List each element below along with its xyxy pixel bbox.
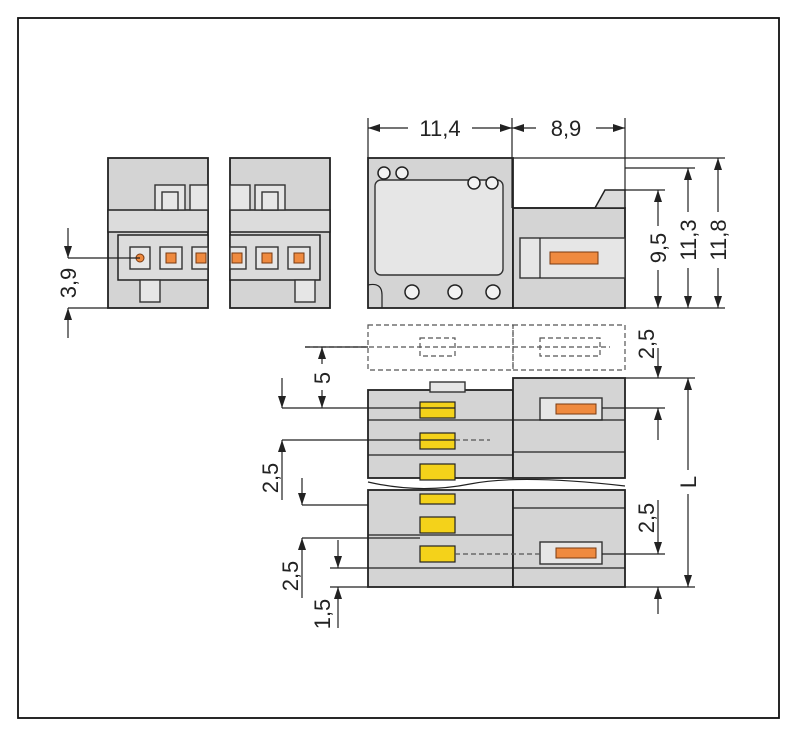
dim-3-9-label: 3,9 xyxy=(56,268,81,299)
dim-5-label-bg xyxy=(310,364,334,390)
dim-9-5-arrow-top xyxy=(654,190,662,202)
side-view-top-ramp xyxy=(513,189,626,209)
dim-2-5d-label: 2,5 xyxy=(634,329,659,360)
front-pin-4-contact xyxy=(231,252,243,264)
dim-11-8-arrow-bottom xyxy=(714,296,722,308)
dim-2-5a-arrow-bottom xyxy=(278,440,286,452)
side-view-hole-5 xyxy=(404,284,420,300)
dim-2-5a-arrow-top xyxy=(278,396,286,408)
front-view-left-ledge xyxy=(107,209,209,233)
dim-5-label: 5 xyxy=(310,372,335,384)
dim-l-arrow-top xyxy=(684,378,692,390)
dim-11-3-arrow-top xyxy=(684,168,692,180)
top-view: 5 2,5 2,5 1,5 L 2,5 xyxy=(258,324,701,630)
dim-l-arrow-bottom xyxy=(684,575,692,587)
top-view-break-line xyxy=(367,478,626,490)
top-view-yellow-4 xyxy=(419,493,456,505)
side-view-hole-4 xyxy=(485,176,499,190)
front-view-right-foot xyxy=(294,279,316,303)
front-pin-5-contact xyxy=(261,252,273,264)
dim-1-5-arrow-bottom xyxy=(334,587,342,599)
dim-l-label-bg xyxy=(676,470,700,494)
top-view-latch xyxy=(429,381,466,393)
front-view-left-latch-2 xyxy=(189,184,209,211)
front-pin-6-contact xyxy=(293,252,305,264)
top-view-yellow-3 xyxy=(419,463,456,481)
dim-2-5d-arrow-top xyxy=(654,366,662,378)
dim-11-3-arrow-bottom xyxy=(684,296,692,308)
dim-1-5-arrow-top xyxy=(334,556,342,568)
dim-9-5-arrow-bottom xyxy=(654,296,662,308)
top-view-yellow-6 xyxy=(419,545,456,563)
dim-11-4-arrow-right xyxy=(500,124,512,132)
front-view-left-latch-slot xyxy=(161,191,179,211)
top-view-upper-contact xyxy=(555,403,597,415)
dim-2-5d-arrow-bottom xyxy=(654,408,662,420)
side-view-hole-6 xyxy=(447,284,463,300)
dim-2-5e-label: 2,5 xyxy=(634,503,659,534)
side-view-hole-2 xyxy=(395,166,409,180)
dim-11-3-label-bg xyxy=(676,212,700,268)
top-view-upper-pin-section xyxy=(512,377,626,479)
side-view-window xyxy=(374,179,504,276)
dim-11-8-arrow-top xyxy=(714,158,722,170)
dim-2-5c-arrow-top xyxy=(298,538,306,550)
dim-3-9-arrow-bottom xyxy=(64,308,72,320)
top-view-yellow-5 xyxy=(419,516,456,534)
dim-11-8-label-bg xyxy=(706,212,730,268)
dim-3-9-arrow-top xyxy=(64,246,72,258)
dim-2-5c-label: 2,5 xyxy=(278,561,303,592)
dim-9-5-label: 9,5 xyxy=(646,233,671,264)
dim-2-5b-arrow xyxy=(298,493,306,505)
dim-5-arrow-bottom xyxy=(318,396,326,408)
dim-1-5-label: 1,5 xyxy=(310,599,335,630)
side-view-hole-1 xyxy=(377,166,391,180)
top-view-lower-pin-section xyxy=(512,489,626,588)
drawing-frame xyxy=(17,17,780,719)
side-view: 11,4 8,9 9,5 11,3 11,8 xyxy=(367,116,731,309)
front-view-right-ledge xyxy=(229,209,331,233)
dim-8-9-label: 8,9 xyxy=(551,116,582,141)
front-view-right-latch xyxy=(229,184,251,211)
top-view-yellow-2 xyxy=(419,432,456,450)
front-view-left-foot xyxy=(139,279,161,303)
top-view-yellow-1 xyxy=(419,401,456,419)
dim-11-3-label: 11,3 xyxy=(676,219,701,260)
dim-8-9-arrow-left xyxy=(512,124,524,132)
front-pin-2-contact xyxy=(165,252,177,264)
front-pin-3-contact xyxy=(195,252,207,264)
dim-11-4-label: 11,4 xyxy=(419,116,460,141)
front-view-right-latch-slot xyxy=(261,191,279,211)
dim-9-5-label-bg xyxy=(646,226,670,270)
dim-11-8-label: 11,8 xyxy=(706,219,731,260)
side-view-hole-7 xyxy=(485,284,501,300)
dim-8-9-arrow-right xyxy=(613,124,625,132)
dim-2-5a-label: 2,5 xyxy=(258,463,283,494)
top-view-ghost-left xyxy=(367,324,514,371)
dim-2-5e-arrow-top xyxy=(654,542,662,554)
dim-11-4-arrow-left xyxy=(368,124,380,132)
dim-l-label: L xyxy=(676,476,701,488)
dim-5-arrow-top xyxy=(318,347,326,359)
side-view-notch xyxy=(367,283,383,308)
side-view-hole-3 xyxy=(467,176,481,190)
side-view-contact xyxy=(549,251,599,265)
dim-2-5e-arrow-bottom xyxy=(654,587,662,599)
front-view: 3,9 xyxy=(56,157,331,338)
top-view-lower-contact xyxy=(555,547,597,559)
